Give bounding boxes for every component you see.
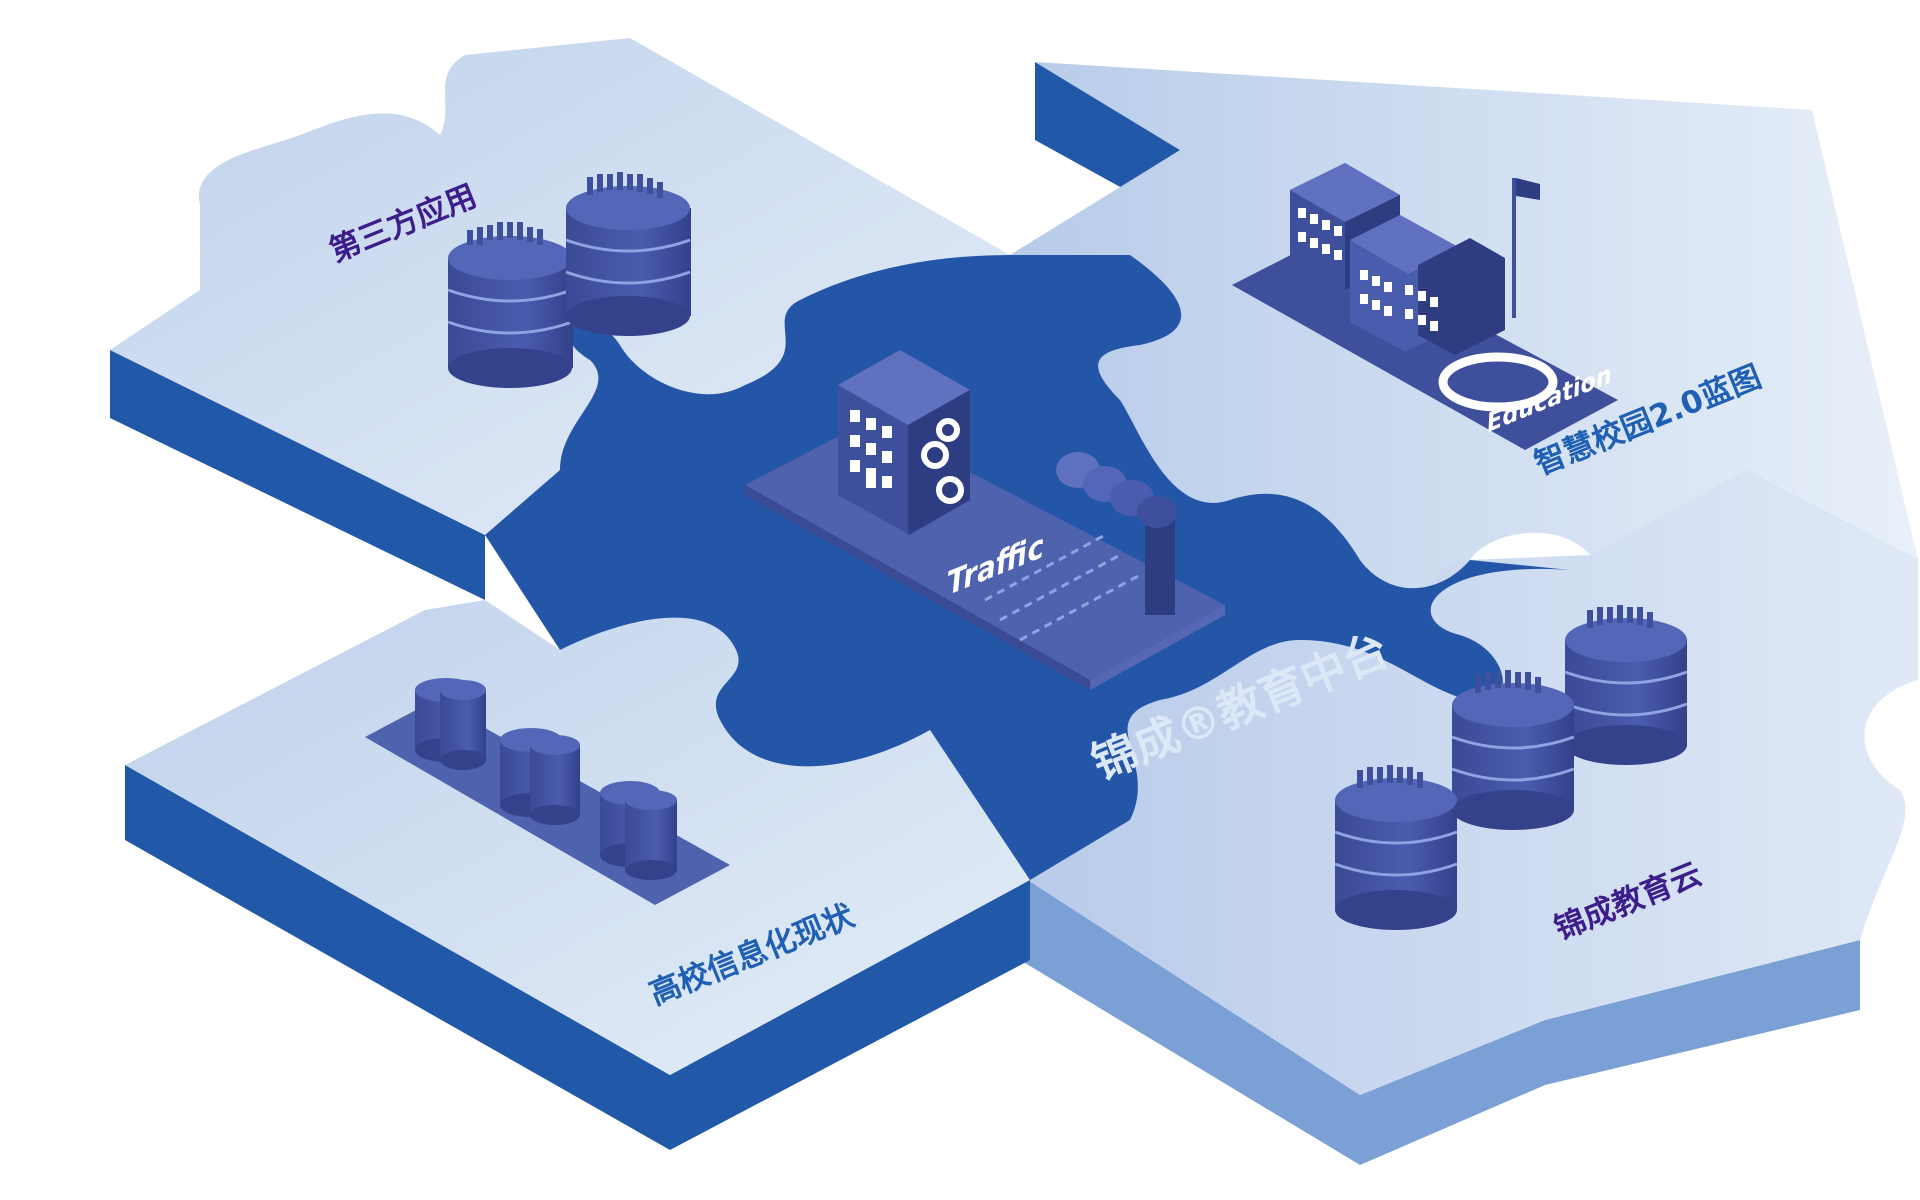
database-icon-group-third-party <box>447 172 691 388</box>
database-icon <box>447 222 573 388</box>
database-icon-group-edu-cloud <box>1334 605 1688 930</box>
piece-third-party-side <box>110 350 485 600</box>
database-icon <box>565 172 691 336</box>
piece-edu-cloud-side <box>1020 875 1860 1165</box>
flag-icon <box>1512 178 1540 318</box>
storage-tank-icon <box>415 678 486 770</box>
storage-tank-icon <box>600 781 677 880</box>
database-icon <box>1451 670 1575 830</box>
storage-tank-icon-group <box>365 678 730 905</box>
stadium-icon <box>1438 352 1558 412</box>
traffic-light-icon <box>1056 452 1177 615</box>
school-building-icon: Education <box>1232 163 1618 450</box>
database-icon <box>1334 765 1458 930</box>
gear-icon <box>921 418 964 504</box>
traffic-building-icon: Traffic <box>745 350 1225 690</box>
piece-current-state-side <box>125 765 1030 1150</box>
storage-tank-icon <box>500 728 580 825</box>
database-icon <box>1564 605 1688 765</box>
